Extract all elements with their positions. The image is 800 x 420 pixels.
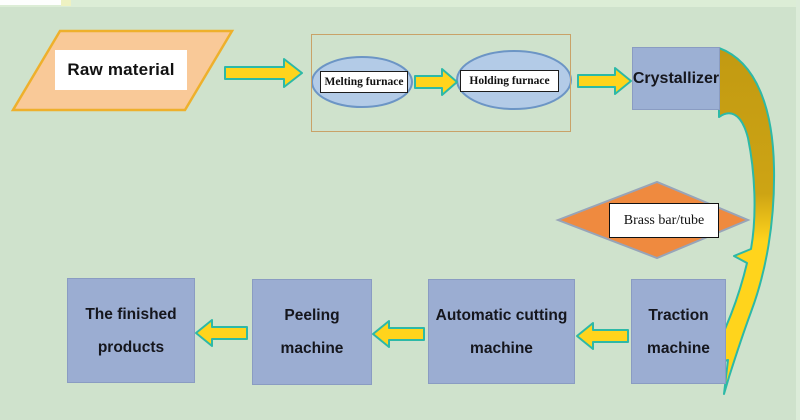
node-peeling-machine: Peeling machine	[252, 279, 372, 385]
node-finished-products: The finished products	[67, 278, 195, 383]
node-raw-material: Raw material	[55, 50, 187, 90]
arrow-left-icon	[372, 320, 425, 348]
top-yellow-sliver	[61, 0, 71, 6]
node-brass-bar-tube: Brass bar/tube	[609, 203, 719, 238]
arrow-right-icon	[577, 67, 632, 95]
arrow-left-icon	[195, 319, 248, 347]
peeling-machine-line1: Peeling	[284, 307, 340, 324]
cutting-machine-line2: machine	[470, 339, 533, 357]
raw-material-label: Raw material	[67, 60, 175, 79]
node-melting-furnace: Melting furnace	[320, 71, 408, 93]
finished-products-line1: The finished	[85, 305, 177, 323]
node-traction-machine: Traction machine	[631, 279, 726, 384]
melting-furnace-label: Melting furnace	[324, 76, 404, 88]
furnace-group-box	[311, 34, 571, 132]
node-holding-furnace: Holding furnace	[460, 70, 559, 92]
brass-bar-tube-label: Brass bar/tube	[623, 212, 705, 228]
node-automatic-cutting-machine: Automatic cutting machine	[428, 279, 575, 384]
top-band	[0, 0, 800, 7]
cutting-machine-line1: Automatic cutting	[435, 306, 568, 324]
traction-machine-line2: machine	[647, 339, 710, 357]
arrow-left-icon	[576, 322, 629, 350]
top-white-strip	[0, 0, 67, 5]
arrow-right-icon	[414, 68, 458, 96]
crystallizer-label: Crystallizer	[632, 69, 720, 87]
traction-machine-line1: Traction	[648, 306, 709, 324]
finished-products-line2: products	[97, 338, 165, 356]
curved-flow-arrow-icon	[706, 47, 776, 395]
node-crystallizer: Crystallizer	[632, 47, 720, 110]
peeling-machine-line2: machine	[280, 340, 344, 357]
right-edge-strip	[796, 0, 800, 420]
holding-furnace-label: Holding furnace	[469, 75, 550, 87]
arrow-right-icon	[224, 58, 303, 88]
